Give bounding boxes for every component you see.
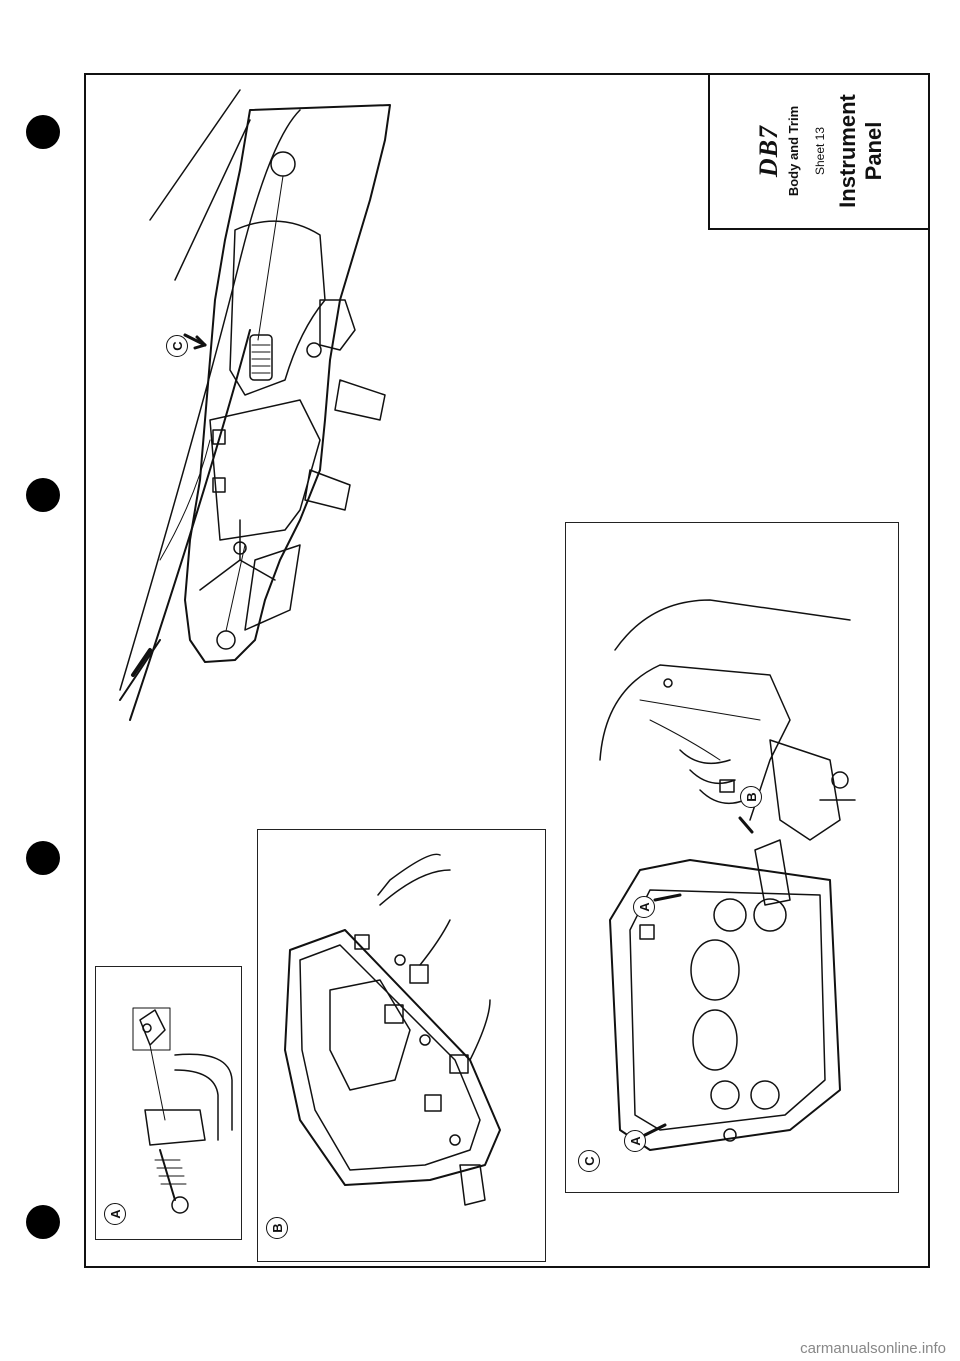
callout-a-panel-a: A [104,1203,126,1225]
panel-c-illustration [599,599,856,1151]
watermark-text: carmanualsonline.info [800,1340,946,1357]
binder-hole-4 [26,1205,60,1239]
binder-hole-1 [26,115,60,149]
binder-hole-2 [26,478,60,512]
callout-c-panel-c: C [578,1150,600,1172]
panel-a-illustration [132,1007,233,1214]
panel-b-illustration [284,853,501,1206]
callout-a-lower: A [624,1130,646,1152]
callout-c-main: C [166,335,188,357]
panel-a [95,966,242,1240]
binder-hole-3 [26,841,60,875]
page-frame [84,73,930,1268]
title-block: DB7 Body and Trim Sheet 13 Instrument Pa… [708,73,930,230]
panel-b [257,829,546,1262]
dashboard-illustration [119,89,391,721]
panel-c [565,522,899,1193]
callout-b-panel-c: B [740,786,762,808]
callout-b-panel-b: B [266,1217,288,1239]
callout-a-upper: A [633,896,655,918]
